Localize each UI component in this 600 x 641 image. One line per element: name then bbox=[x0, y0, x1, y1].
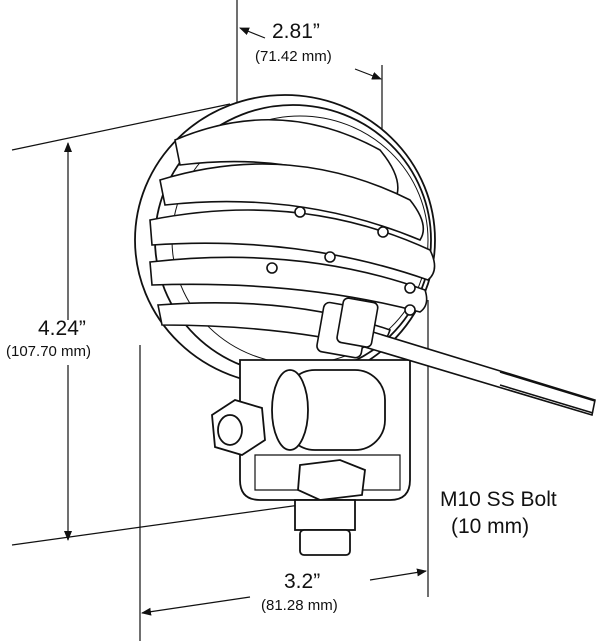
dimension-lines bbox=[11, 0, 429, 641]
bolt-callout-line1: M10 SS Bolt bbox=[440, 488, 557, 511]
bolt-callout-line2: (10 mm) bbox=[451, 515, 530, 538]
height-mm: (107.70 mm) bbox=[6, 343, 92, 360]
width-inches: 3.2” bbox=[284, 570, 321, 593]
connector-and-cable bbox=[316, 297, 596, 417]
height-inches: 4.24” bbox=[38, 317, 86, 340]
mount-bracket bbox=[211, 359, 411, 556]
depth-mm: (71.42 mm) bbox=[255, 48, 332, 65]
width-mm: (81.28 mm) bbox=[261, 597, 338, 614]
depth-inches: 2.81” bbox=[272, 20, 320, 43]
